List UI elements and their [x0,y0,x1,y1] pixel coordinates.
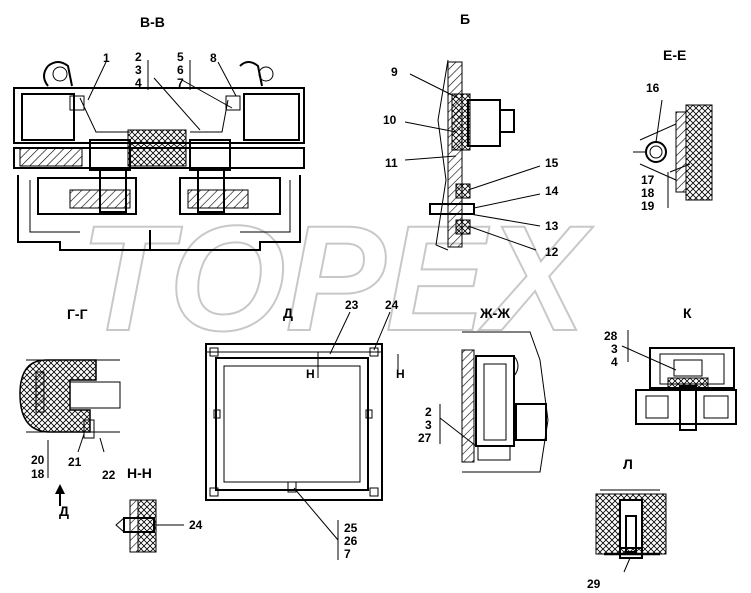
callout-3b: 3 [425,418,432,432]
view-title-b: Б [460,11,470,27]
callout-3c: 3 [611,342,618,356]
view-nn [115,499,184,553]
view-d [205,311,399,560]
view-title-l: Л [623,456,633,472]
view-vv [13,60,305,251]
callout-29: 29 [587,577,601,591]
view-title-gg: Г-Г [67,306,88,322]
callout-4: 4 [135,76,142,90]
view-title-k: К [683,305,692,321]
view-b [404,59,541,251]
view-gg [19,359,121,506]
callout-11: 11 [385,156,398,170]
callout-2: 2 [135,50,142,64]
callout-5: 5 [177,50,184,64]
callout-13: 13 [545,219,559,233]
callout-8: 8 [210,51,217,65]
callout-16: 16 [646,81,660,95]
callout-19: 19 [641,199,655,213]
callout-6: 6 [177,63,184,77]
view-l [595,489,667,573]
watermark-text: TOPEX [80,194,594,362]
section-mark-h2: Н [396,367,405,381]
callout-21: 21 [68,455,82,469]
section-mark-d: Д [59,503,69,519]
callout-25: 25 [344,521,358,535]
callout-14: 14 [545,184,559,198]
view-title-d: Д [283,305,293,321]
view-title-ee: Е-Е [663,47,686,63]
callout-10: 10 [383,113,397,127]
callout-23: 23 [345,298,359,312]
view-ee [633,99,713,208]
section-mark-h1: Н [306,367,315,381]
view-title-nn: Н-Н [127,465,152,481]
callout-12: 12 [545,245,559,259]
callout-27: 27 [418,431,432,445]
callout-7b: 7 [344,547,351,561]
view-title-vv: В-В [140,14,165,30]
callout-18b: 18 [31,467,45,481]
callout-9: 9 [391,65,398,79]
callout-1: 1 [103,51,110,65]
view-zhzh [439,331,549,473]
callout-24: 24 [385,298,399,312]
callout-26: 26 [344,534,358,548]
callout-24b: 24 [189,518,203,532]
callout-20: 20 [31,453,45,467]
callout-4b: 4 [611,355,618,369]
callout-7: 7 [177,76,184,90]
callout-2b: 2 [425,405,432,419]
callout-3: 3 [135,63,142,77]
view-k [621,330,737,431]
callout-28: 28 [604,329,618,343]
callout-17: 17 [641,173,655,187]
callout-22: 22 [102,468,116,482]
view-title-zhzh: Ж-Ж [479,305,510,321]
callout-18: 18 [641,186,655,200]
callout-15: 15 [545,156,559,170]
